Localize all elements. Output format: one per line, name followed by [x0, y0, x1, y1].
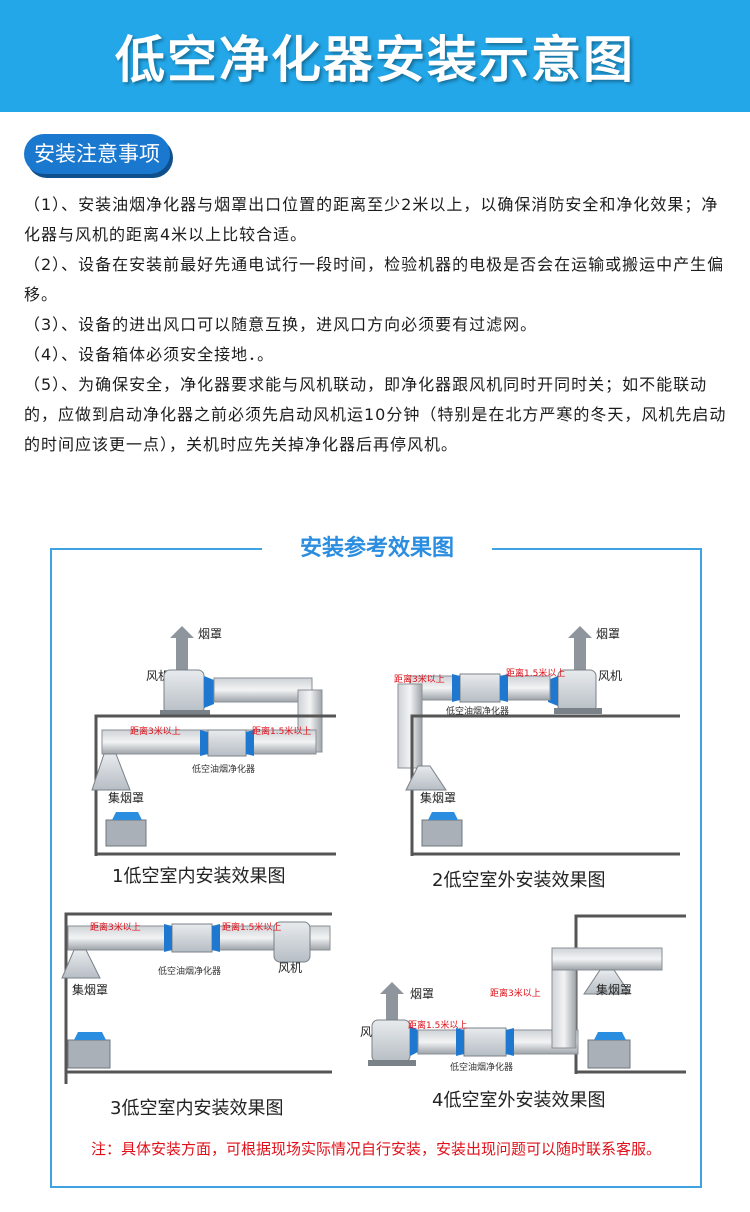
page-title: 低空净化器安装示意图 [115, 31, 635, 89]
caption-3: 3低空室内安装效果图 [110, 1098, 284, 1119]
collector-hood [583, 969, 631, 995]
wall [410, 714, 680, 856]
diagram-2: 烟罩 风机 距离3米以上 距离1.5米以上 低空油烟净化器 集烟罩 [394, 626, 680, 856]
caption-2: 2低空室外安装效果图 [432, 870, 606, 891]
label-distance: 距离3米以上 [90, 921, 141, 933]
label-distance: 距离1.5米以上 [252, 725, 311, 737]
label-smoke-hood: 烟罩 [410, 987, 434, 1001]
label-collector: 集烟罩 [420, 790, 456, 805]
label-fan: 风机 [278, 961, 302, 975]
stove [587, 1039, 631, 1069]
fan-connector [204, 676, 214, 708]
label-purifier: 低空油烟净化器 [450, 1061, 513, 1073]
duct [213, 677, 313, 703]
fan-unit [371, 1019, 411, 1063]
installation-notes: （1）、安装油烟净化器与烟罩出口位置的距离至少2米以上，以确保消防安全和净化效果… [24, 190, 730, 460]
duct [397, 683, 423, 769]
diagram-1: 烟罩 风机 距离3米以上 距离1.5米以上 低空油烟净化器 集烟罩 [91, 626, 336, 856]
note-item: （3）、设备的进出风口可以随意互换，进风口方向必须要有过滤网。 [24, 315, 538, 334]
label-collector: 集烟罩 [596, 982, 632, 997]
label-distance: 距离1.5米以上 [506, 667, 565, 679]
fan-unit [163, 669, 205, 715]
up-arrow-icon [568, 626, 592, 670]
caption-1: 1低空室内安装效果图 [112, 866, 286, 887]
purifier-unit [463, 1027, 507, 1057]
page-header: 低空净化器安装示意图 [0, 0, 750, 112]
section-badge: 安装注意事项 [24, 134, 170, 174]
wall [64, 912, 332, 1084]
label-collector: 集烟罩 [72, 982, 108, 997]
label-collector: 集烟罩 [108, 790, 144, 805]
note-item: （4）、设备箱体必须安全接地．。 [24, 345, 275, 364]
label-distance: 距离3米以上 [394, 673, 445, 685]
note-item: （1）、安装油烟净化器与烟罩出口位置的距离至少2米以上，以确保消防安全和净化效果… [24, 195, 719, 244]
purifier-unit [171, 923, 213, 953]
label-fan: 风机 [598, 669, 622, 683]
label-smoke-hood: 烟罩 [596, 627, 620, 641]
stove [67, 1039, 111, 1069]
label-purifier: 低空油烟净化器 [158, 965, 221, 977]
diagram-4: 烟罩 风机 距离1.5米以上 距离3米以上 低空油烟净化器 集烟罩 [360, 914, 686, 1074]
label-distance: 距离1.5米以上 [222, 921, 281, 933]
note-item: （2）、设备在安装前最好先通电试行一段时间，检验机器的电极是否会在运输或搬运中产… [24, 255, 725, 304]
purifier-unit [207, 729, 247, 757]
diagram-3: 距离3米以上 距离1.5米以上 低空油烟净化器 风机 集烟罩 [61, 912, 332, 1084]
stove [105, 819, 147, 847]
stove [421, 819, 463, 847]
figure-title: 安装参考效果图 [262, 532, 492, 566]
footer-note: 注：具体安装方面，可根据现场实际情况自行安装，安装出现问题可以随时联系客服。 [90, 1140, 661, 1158]
label-distance: 距离3米以上 [490, 987, 541, 999]
fan-unit [273, 921, 311, 963]
up-arrow-icon [170, 626, 194, 670]
label-distance: 距离3米以上 [130, 725, 181, 737]
up-arrow-icon [380, 982, 404, 1022]
collector-hood [61, 949, 101, 979]
label-purifier: 低空油烟净化器 [446, 705, 509, 717]
duct [551, 947, 663, 971]
caption-4: 4低空室外安装效果图 [432, 1090, 606, 1111]
collector-hood [405, 765, 447, 791]
label-distance: 距离1.5米以上 [408, 1019, 467, 1031]
label-purifier: 低空油烟净化器 [192, 763, 255, 775]
purifier-unit [459, 673, 501, 703]
note-item: （5）、为确保安全，净化器要求能与风机联动，即净化器跟风机同时开同时关；如不能联… [24, 375, 727, 454]
wall [94, 714, 336, 856]
label-smoke-hood: 烟罩 [198, 627, 222, 641]
collector-hood [91, 753, 131, 791]
